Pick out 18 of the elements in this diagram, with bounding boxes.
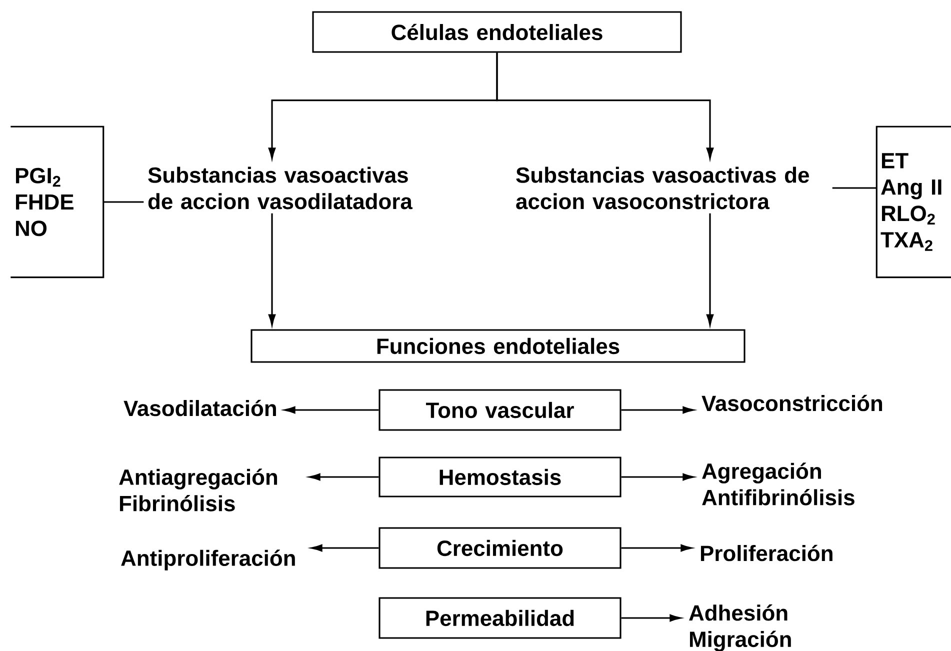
process-box: Células endoteliales bbox=[312, 11, 682, 53]
text-label: Proliferación bbox=[700, 544, 832, 562]
text-label: Vasodilatación bbox=[124, 400, 276, 416]
text-label: Agregación Antifibrinólisis bbox=[702, 462, 854, 506]
text-label: Substancias vasoactivas de accion vasodilatadora bbox=[148, 166, 413, 210]
process-box: Funciones endoteliales bbox=[250, 329, 746, 363]
text-label: Antiproliferación bbox=[121, 550, 295, 570]
text-label: Vasoconstricción bbox=[702, 394, 882, 412]
bracket-box: PGI$_{2}$ FHDE NO bbox=[10, 126, 104, 278]
process-box: Tono vascular bbox=[378, 389, 622, 431]
connector-line bbox=[832, 187, 877, 189]
text-label: Antiagregación Fibrinólisis bbox=[119, 468, 278, 512]
process-box: Permeabilidad bbox=[378, 597, 622, 639]
process-box: Crecimiento bbox=[378, 527, 622, 569]
connector-line bbox=[103, 201, 144, 203]
text-label: Substancias vasoactivas de accion vasoconstrictora bbox=[516, 166, 809, 210]
bracket-box: ET Ang II RLO$_{2}$ TXA$_{2}$ bbox=[876, 126, 951, 278]
process-box: Hemostasis bbox=[378, 456, 622, 498]
